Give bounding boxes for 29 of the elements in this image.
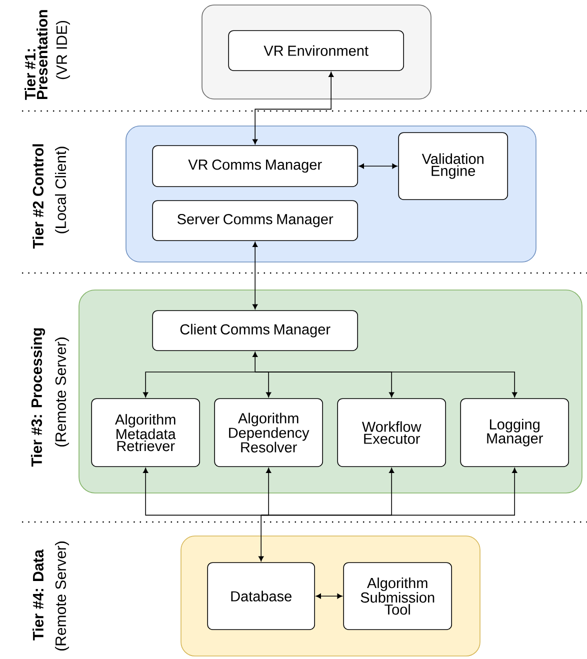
tier-subtitle: (Remote Server) (55, 338, 69, 446)
component-box: Algorithm Dependency Resolver (214, 398, 323, 467)
connector-trunk (252, 352, 258, 372)
connector-arrow (143, 372, 256, 398)
tier-title: Tier #4: Data (32, 549, 44, 640)
tier-title: Tier #1: Presentation (24, 10, 48, 100)
component-box: Algorithm Submission Tool (343, 562, 452, 630)
component-box: Database (207, 562, 315, 630)
connector-arrow (143, 468, 262, 516)
connector-arrow (260, 468, 518, 516)
component-box: VR Environment (228, 30, 404, 71)
component-box: Server Comms Manager (152, 200, 358, 241)
component-box: Algorithm Metadata Retriever (91, 398, 200, 467)
connector-arrow (252, 242, 258, 310)
tier-title: Tier #2 Control (32, 144, 44, 249)
connector-trunk (258, 514, 264, 562)
component-box: Workflow Executor (337, 398, 446, 467)
component-box: Client Comms Manager (152, 310, 358, 351)
connector-arrow (252, 72, 334, 144)
component-box: Logging Manager (460, 398, 569, 467)
tier-subtitle: (Local Client) (55, 146, 69, 234)
connector-arrow (254, 372, 518, 398)
tier-subtitle: (VR IDE) (56, 20, 70, 80)
component-box: Validation Engine (398, 132, 508, 200)
connector-arrow (358, 164, 398, 169)
component-box: VR Comms Manager (152, 145, 358, 187)
connector-arrow (316, 594, 342, 599)
tier-subtitle: (Remote Server) (55, 542, 69, 650)
tier-title: Tier #3: Processing (30, 328, 46, 467)
